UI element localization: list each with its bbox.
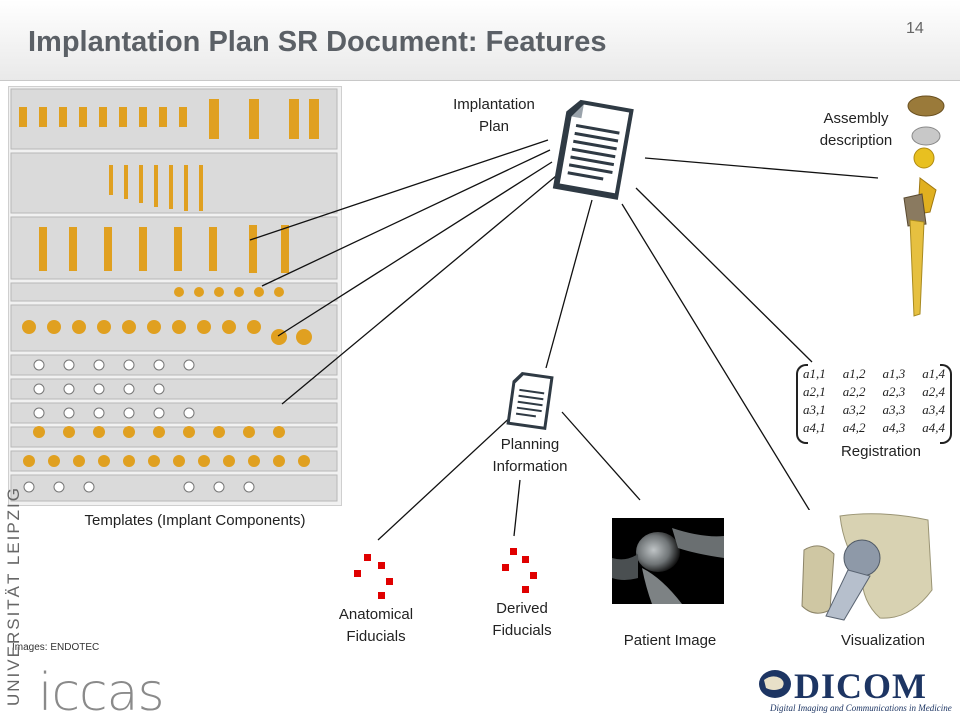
matrix-cell: a4,2 xyxy=(842,420,866,435)
matrix-cell: a3,2 xyxy=(842,402,866,417)
matrix-cell: a1,4 xyxy=(922,366,945,381)
visualization-3d-image xyxy=(800,510,934,622)
registration-matrix: a1,1 a1,2 a1,3 a1,4 a2,1 a2,2 a2,3 a2,4 … xyxy=(803,366,945,438)
implantation-plan-document-icon xyxy=(552,96,648,206)
planning-information-document-icon xyxy=(506,370,562,432)
matrix-row: a4,1 a4,2 a4,3 a4,4 xyxy=(803,420,945,438)
image-credit: Images: ENDOTEC xyxy=(12,642,100,653)
matrix-cell: a2,1 xyxy=(803,384,826,399)
matrix-row: a2,1 a2,2 a2,3 a2,4 xyxy=(803,384,945,402)
implantation-plan-label: Implantation Plan xyxy=(453,96,535,135)
templates-label: Templates (Implant Components) xyxy=(84,512,306,529)
matrix-cell: a1,1 xyxy=(803,366,826,381)
matrix-cell: a4,3 xyxy=(882,420,906,435)
matrix-cell: a2,2 xyxy=(842,384,866,399)
derived-fiducials-label: Derived Fiducials xyxy=(492,600,552,639)
matrix-cell: a1,3 xyxy=(882,366,906,381)
dicom-logo-wordmark: DICOM xyxy=(794,666,927,706)
matrix-right-bracket xyxy=(940,364,952,444)
templates-image xyxy=(8,86,342,506)
slide-title: Implantation Plan SR Document: Features xyxy=(28,26,607,58)
matrix-row: a1,1 a1,2 a1,3 a1,4 xyxy=(803,366,945,384)
implant-assembly-image xyxy=(880,94,956,324)
matrix-cell: a3,1 xyxy=(803,402,826,417)
dicom-tagline: Digital Imaging and Communications in Me… xyxy=(770,703,952,713)
matrix-cell: a1,2 xyxy=(842,366,866,381)
iccas-logo: iccas xyxy=(38,663,165,723)
matrix-row: a3,1 a3,2 a3,3 a3,4 xyxy=(803,402,945,420)
planning-information-label: Planning Information xyxy=(492,436,568,475)
matrix-cell: a2,3 xyxy=(882,384,906,399)
matrix-cell: a4,1 xyxy=(803,420,826,435)
university-logo-text: UNIVERSITÄT LEIPZIG xyxy=(4,485,23,706)
matrix-cell: a3,3 xyxy=(882,402,906,417)
matrix-cell: a3,4 xyxy=(922,402,945,417)
anatomical-fiducials-markers xyxy=(350,548,400,604)
patient-xray-image xyxy=(612,518,724,604)
assembly-description-label: Assembly description xyxy=(819,110,893,149)
matrix-left-bracket xyxy=(796,364,808,444)
slide-header xyxy=(0,0,960,81)
registration-label: Registration xyxy=(840,443,922,460)
patient-image-label: Patient Image xyxy=(623,632,717,649)
dicom-globe-icon xyxy=(758,668,792,700)
templates-catalog-graphic xyxy=(10,88,338,502)
anatomical-fiducials-label: Anatomical Fiducials xyxy=(338,606,414,645)
derived-fiducials-markers xyxy=(496,544,546,600)
matrix-cell: a2,4 xyxy=(922,384,945,399)
visualization-label: Visualization xyxy=(841,632,925,649)
matrix-cell: a4,4 xyxy=(922,420,945,435)
page-number: 14 xyxy=(906,20,924,37)
